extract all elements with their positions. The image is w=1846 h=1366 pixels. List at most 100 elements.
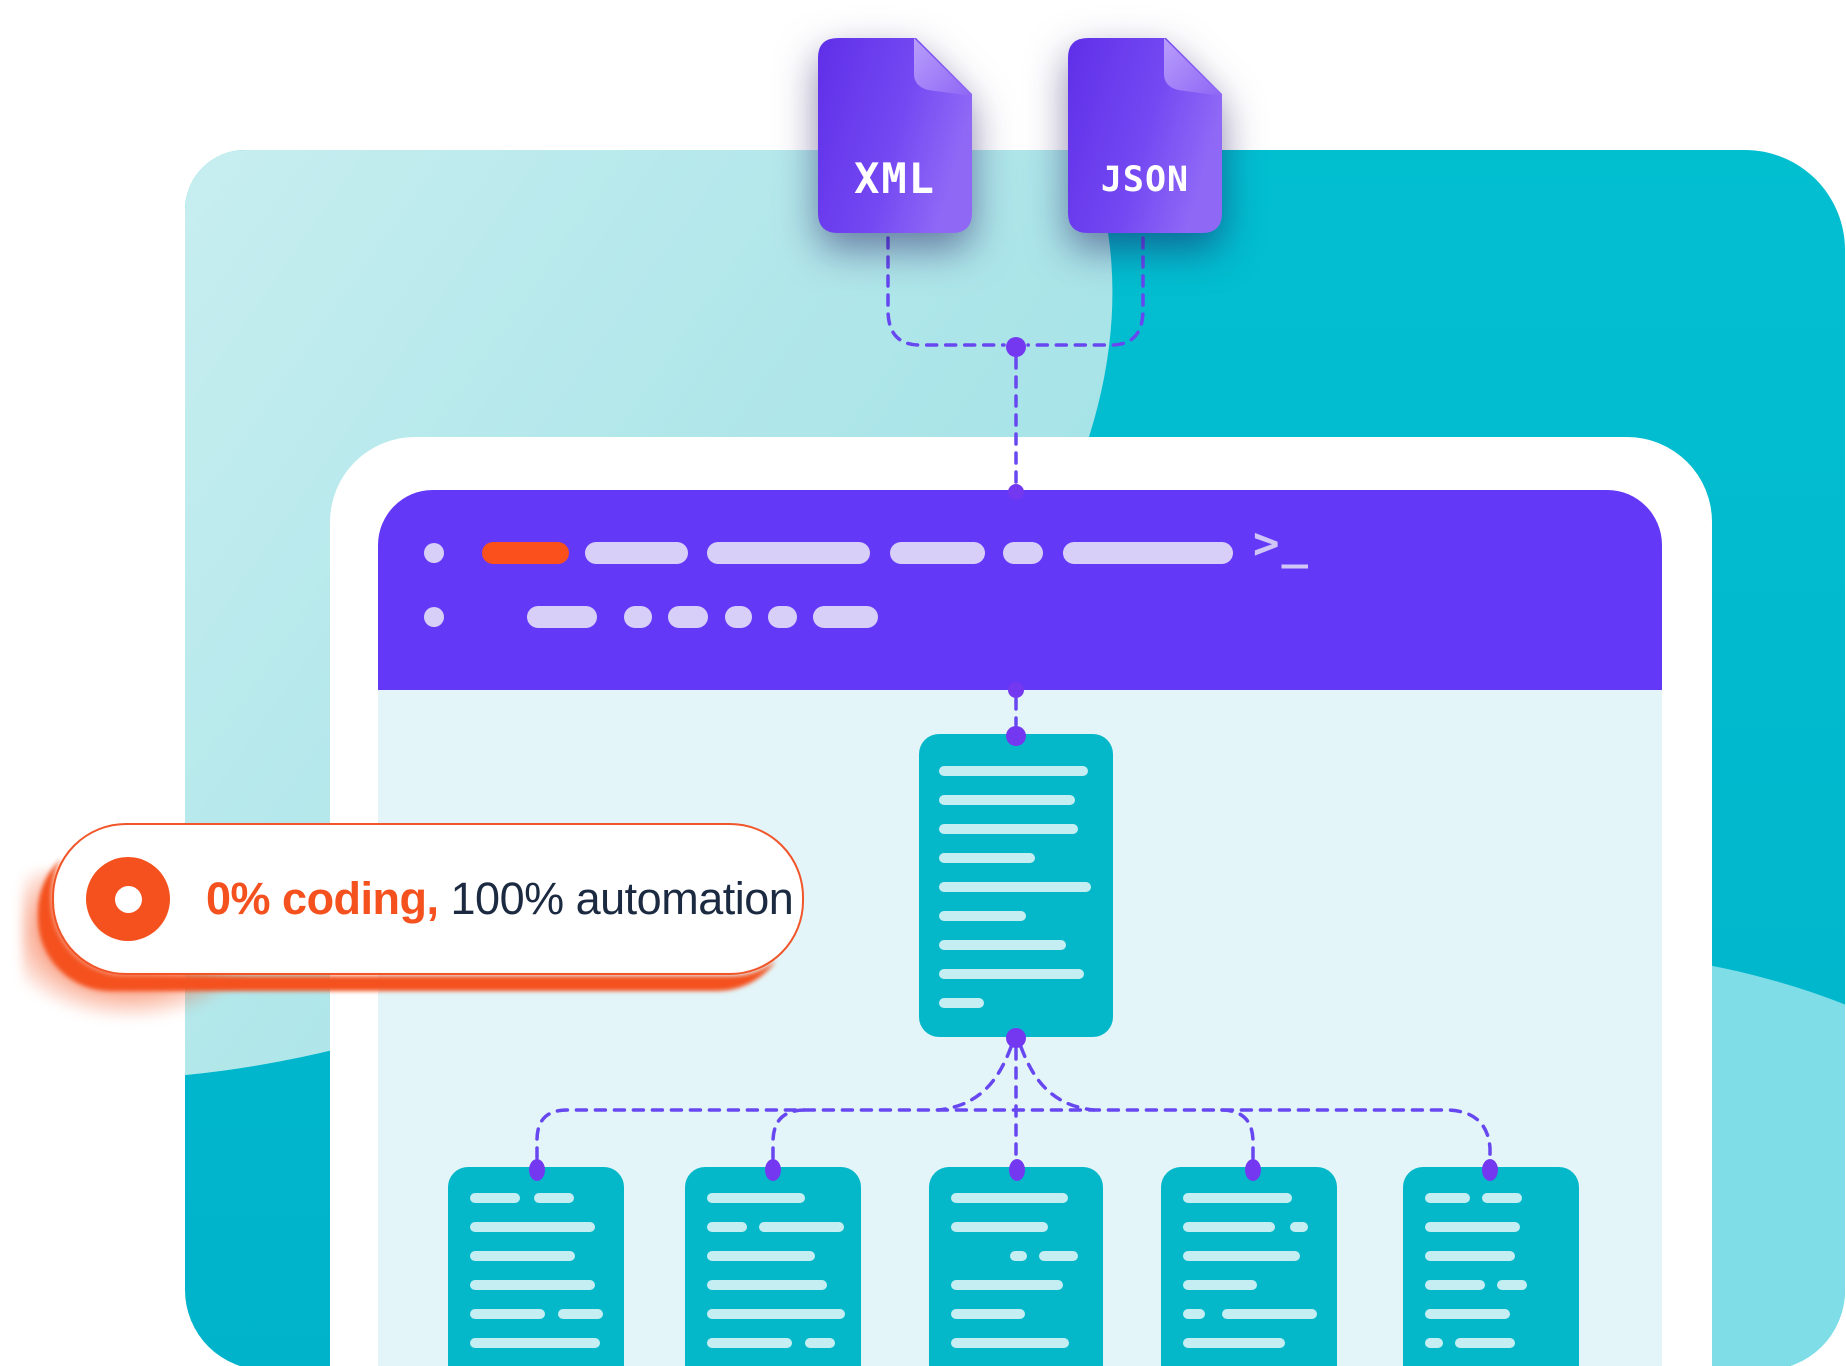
text-line-row [470,1251,602,1261]
text-line-placeholder [1183,1222,1275,1232]
text-line-row [1183,1222,1315,1232]
text-line-placeholder [470,1338,600,1348]
text-line-row [939,882,1093,892]
toolbar-row-2 [424,606,1642,628]
text-line-row [1425,1309,1557,1319]
text-line-placeholder [951,1309,1025,1319]
text-line-placeholder [707,1280,827,1290]
text-line-row [939,766,1093,776]
text-line-row [939,824,1093,834]
text-line-placeholder [707,1309,845,1319]
toolbar-row-1 [424,542,1642,564]
text-line-placeholder [939,766,1088,776]
text-line-placeholder [1425,1338,1443,1348]
text-line-row [1183,1309,1317,1319]
text-line-row [470,1280,602,1290]
text-line-placeholder [939,998,984,1008]
text-line-placeholder [1183,1280,1257,1290]
toolbar-pill-placeholder [585,542,688,564]
text-line-row [707,1251,839,1261]
flow-child-card-5 [1403,1167,1579,1366]
text-line-row [1183,1338,1315,1348]
text-line-placeholder [470,1222,595,1232]
text-line-placeholder [1183,1193,1292,1203]
flow-parent-card [919,734,1113,1037]
text-line-row [939,969,1093,979]
text-line-row [707,1280,839,1290]
xml-file-icon: XML [818,38,972,233]
record-dot-icon [86,857,170,941]
text-line-placeholder [1497,1280,1527,1290]
text-line-placeholder [1482,1193,1522,1203]
text-line-row [951,1251,1081,1261]
text-line-placeholder [470,1280,595,1290]
flow-child-card-4 [1161,1167,1337,1366]
document-shape [1068,38,1222,233]
text-line-placeholder [939,795,1075,805]
toolbar-pill-placeholder [624,606,652,628]
text-line-row [470,1222,602,1232]
record-dot-hole [114,885,142,913]
text-line-placeholder [470,1309,545,1319]
badge-text: 0% coding, 100% automation [206,873,794,925]
text-line-row [939,795,1093,805]
toolbar-pill-placeholder [707,542,870,564]
toolbar-pill-placeholder [668,606,708,628]
toolbar-pill-placeholder [725,606,752,628]
text-line-row [1425,1280,1557,1290]
file-type-label: XML [854,154,936,203]
toolbar-pill-placeholder [1063,542,1233,564]
text-line-placeholder [707,1338,792,1348]
toolbar-dot-placeholder [424,607,444,627]
text-line-row [951,1309,1081,1319]
text-line-placeholder [951,1193,1068,1203]
text-line-placeholder [1010,1251,1027,1261]
text-line-row [1183,1280,1315,1290]
folded-corner [913,38,972,96]
text-line-row [939,911,1093,921]
text-line-placeholder [707,1222,747,1232]
text-line-placeholder [558,1309,603,1319]
text-line-placeholder [1425,1251,1515,1261]
text-line-row [1425,1193,1557,1203]
text-line-placeholder [534,1193,574,1203]
text-line-row [1183,1193,1315,1203]
text-line-placeholder [939,853,1035,863]
text-line-row [707,1309,845,1319]
flow-child-card-1 [448,1167,624,1366]
document-shape [818,38,972,233]
flow-child-card-2 [685,1167,861,1366]
text-line-row [1425,1222,1557,1232]
terminal-prompt-icon: >_ [1253,518,1310,569]
flow-child-card-3 [929,1167,1103,1366]
text-line-placeholder [805,1338,835,1348]
text-line-placeholder [759,1222,844,1232]
text-line-row [1183,1251,1315,1261]
text-line-row [707,1222,844,1232]
text-line-row [951,1193,1081,1203]
toolbar-pill-placeholder [482,542,569,564]
text-line-row [939,998,1093,1008]
text-line-placeholder [951,1280,1063,1290]
badge-text-rest: 100% automation [438,873,794,924]
toolbar-pill-placeholder [768,606,797,628]
text-line-placeholder [939,940,1066,950]
browser-toolbar: >_ [378,490,1662,690]
toolbar-pill-placeholder [813,606,878,628]
text-line-row [939,853,1093,863]
text-line-placeholder [951,1338,1069,1348]
json-file-icon: JSON [1068,38,1222,233]
text-line-row [939,940,1093,950]
file-type-label: JSON [1101,160,1189,200]
text-line-placeholder [939,969,1084,979]
text-line-row [470,1338,602,1348]
text-line-row [470,1309,603,1319]
text-line-row [707,1338,839,1348]
automation-badge: 0% coding, 100% automation [52,823,804,975]
text-line-placeholder [470,1251,575,1261]
text-line-placeholder [1290,1222,1308,1232]
text-line-placeholder [1039,1251,1078,1261]
text-line-placeholder [1455,1338,1515,1348]
badge-text-highlight: 0% coding, [206,873,439,924]
